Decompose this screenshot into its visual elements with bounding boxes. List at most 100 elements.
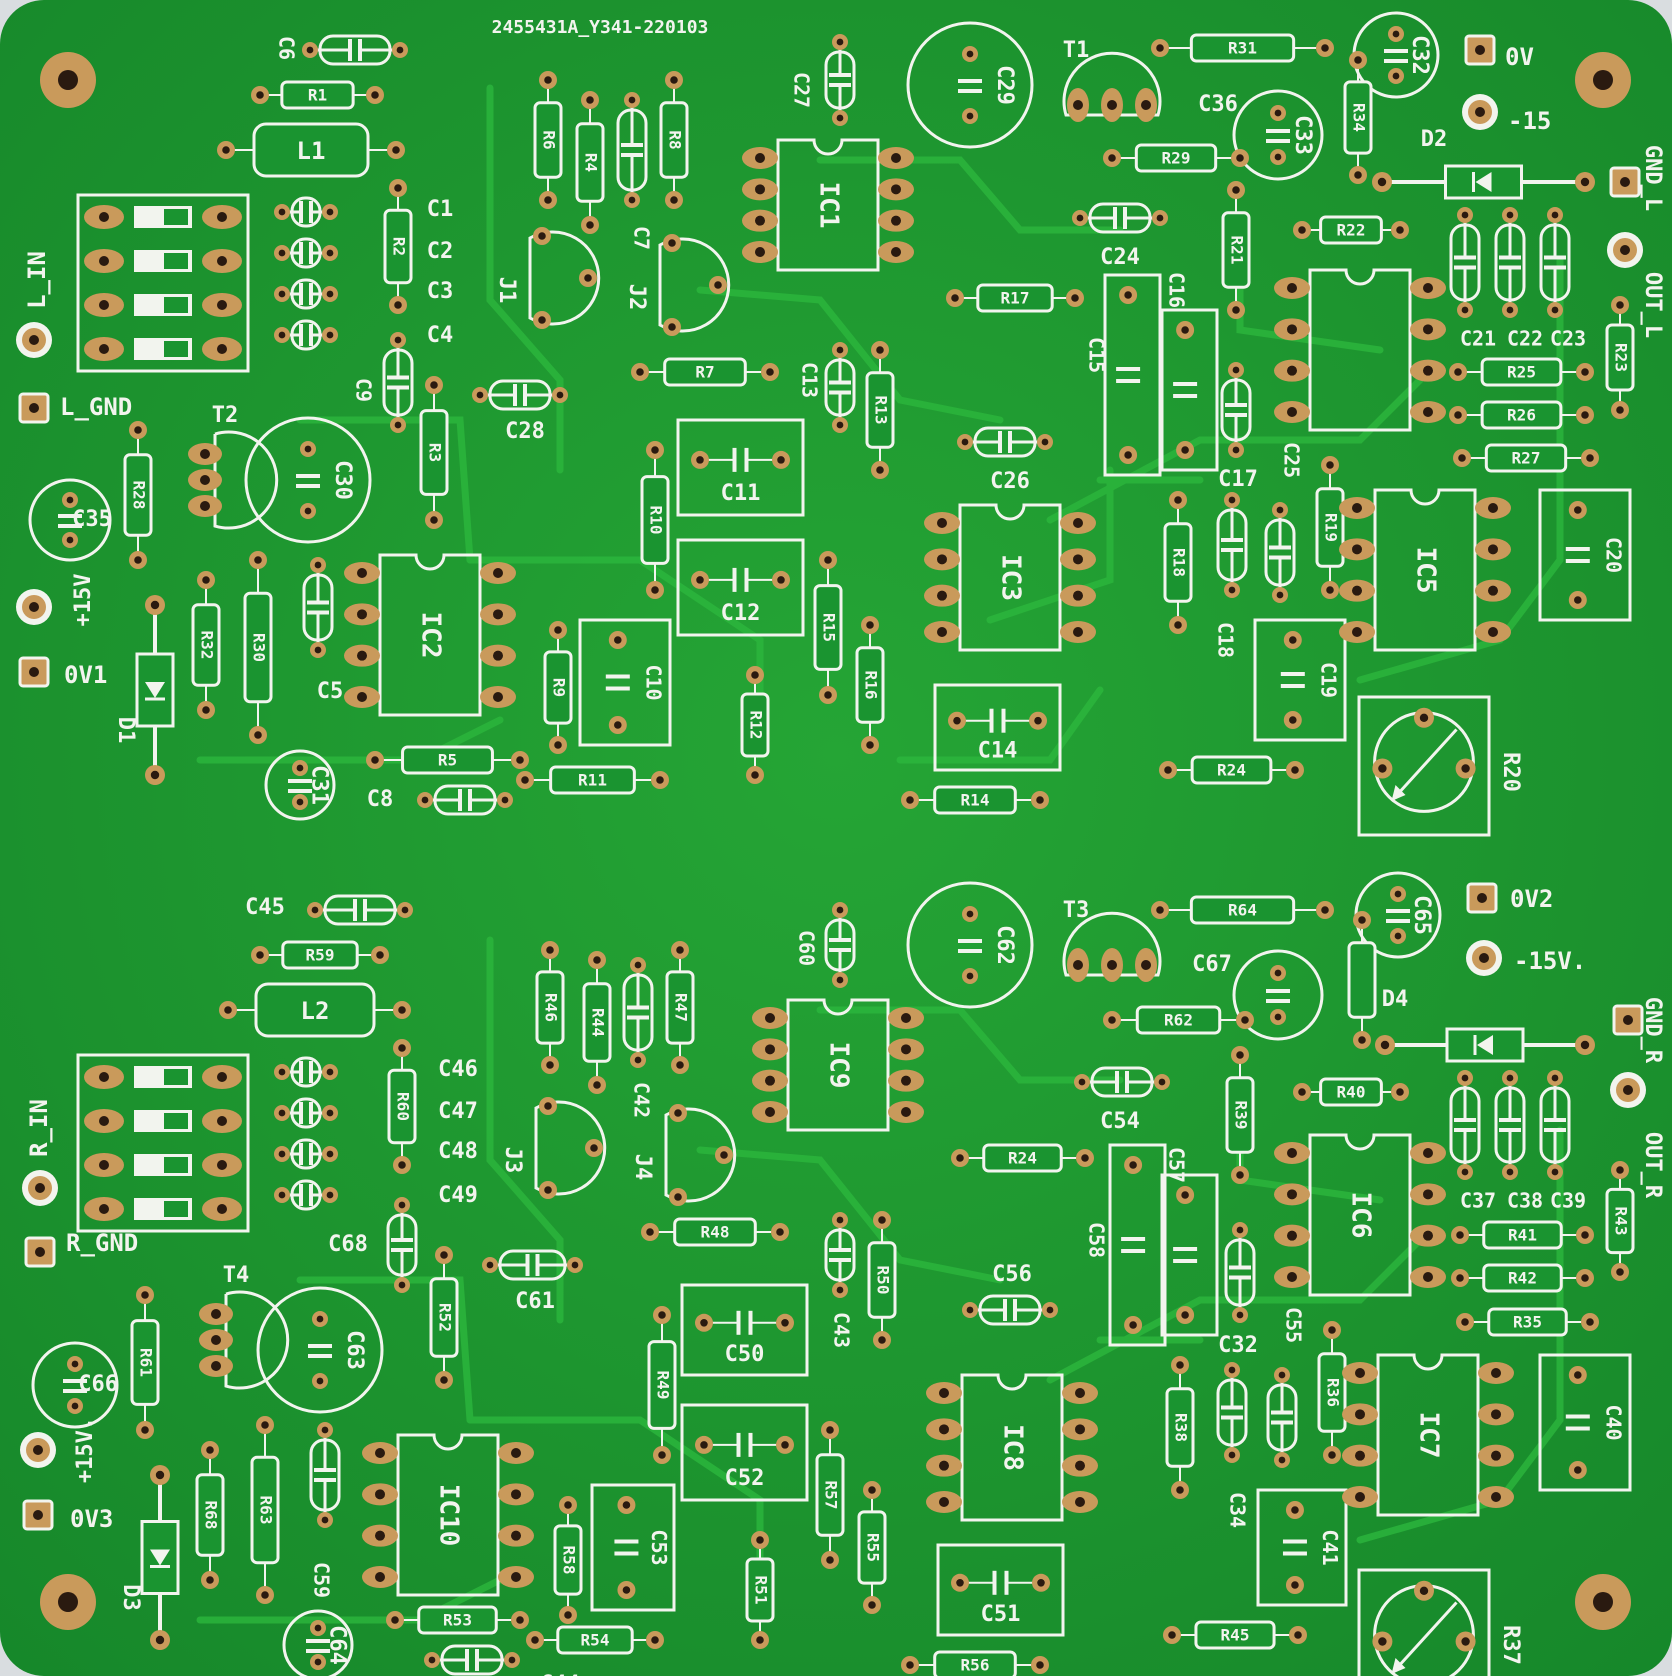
gnd-l-label: GND_L (1640, 145, 1665, 211)
resistor-pad (821, 1421, 839, 1439)
capacitor-pad (1270, 149, 1286, 165)
capacitor-pad (322, 204, 338, 220)
resistor-pad (821, 1551, 839, 1569)
capacitor-designator: C29 (992, 65, 1017, 105)
resistor-designator: R28 (130, 481, 149, 510)
inductor-pad (393, 1001, 411, 1019)
capacitor-pad (1119, 446, 1138, 464)
c8-label: C8 (367, 787, 394, 812)
diode-designator: D1 (113, 717, 138, 744)
diode-pad (1575, 1035, 1595, 1055)
diode-pad (145, 765, 165, 785)
plus15v-bot-label: +15V. (73, 1417, 98, 1483)
capacitor-pad (772, 450, 790, 469)
c6-label: C6 (275, 36, 299, 60)
resistor-pad (386, 1611, 404, 1629)
resistor-designator: R58 (560, 1546, 579, 1575)
capacitor-pad (312, 1373, 328, 1389)
c68-label: C68 (328, 1232, 368, 1257)
c58-label: C58 (1085, 1222, 1109, 1258)
resistor-designator: R25 (1507, 363, 1536, 382)
resistor (955, 283, 1075, 313)
capacitor-designator: C50 (725, 1342, 765, 1367)
plus15v-terminal (16, 589, 52, 625)
box-capacitor (1538, 488, 1632, 622)
resistor-pad (559, 1606, 577, 1624)
capacitor-pad (322, 286, 338, 302)
resistor-pad (249, 551, 267, 569)
capacitor-designator: C19 (1317, 662, 1341, 698)
capacitor-pad (832, 902, 848, 918)
resistor-designator: R47 (672, 993, 691, 1022)
resistor-pad (1321, 456, 1339, 474)
resistor-pad (1103, 149, 1121, 167)
resistor (260, 80, 375, 110)
trimmer-pad (1372, 1631, 1393, 1652)
resistor-designator: R7 (695, 363, 714, 382)
resistor (1458, 357, 1585, 387)
ic-designator: IC6 (1346, 1192, 1376, 1239)
c4-label: C4 (427, 323, 454, 348)
resistor-pad (389, 296, 407, 314)
capacitor-pad (1502, 1164, 1518, 1180)
capacitor-pad (1283, 711, 1302, 729)
capacitor-pad (310, 1620, 326, 1636)
inductor-designator: L2 (301, 997, 330, 1025)
resistor-designator: R5 (438, 751, 457, 770)
resistor-pad (511, 1611, 529, 1629)
resistor (1160, 895, 1325, 925)
capacitor-designator: C20 (1602, 537, 1626, 573)
resistor-designator: R51 (752, 1576, 771, 1605)
capacitor-designator: C51 (981, 1602, 1021, 1627)
resistor-designator: R59 (306, 946, 335, 965)
resistor-designator: R26 (1507, 406, 1536, 425)
resistor-pad (541, 941, 559, 959)
capacitor-pad (1502, 207, 1518, 223)
capacitor-pad (310, 1654, 326, 1670)
resistor (419, 385, 449, 520)
resistor (195, 1450, 225, 1580)
capacitor-pad (1457, 1164, 1473, 1180)
resistor (123, 430, 153, 560)
resistor-pad (665, 191, 683, 209)
capacitor-pad (1388, 26, 1404, 42)
capacitor-pad (1457, 1070, 1473, 1086)
ov1-terminal (18, 656, 50, 688)
resistor-pad (201, 1441, 219, 1459)
capacitor-pad (482, 1257, 498, 1273)
resistor (535, 950, 565, 1065)
resistor (740, 675, 770, 775)
resistor-pad (1391, 1083, 1409, 1101)
capacitor-pad (1270, 1009, 1286, 1025)
resistor-pad (549, 621, 567, 639)
resistor-pad (1451, 1269, 1469, 1287)
inductor-pad (387, 141, 405, 159)
resistor (553, 1505, 583, 1615)
capacitor-pad (1072, 210, 1088, 226)
c27-label: C27 (790, 72, 814, 108)
resistor-designator: R14 (961, 791, 990, 810)
resistor-designator: R21 (1228, 236, 1247, 265)
resistor-pad (1611, 296, 1629, 314)
capacitor-pad (302, 42, 318, 58)
resistor-pad (1576, 363, 1594, 381)
ov1-label: 0V1 (64, 661, 107, 689)
resistor-designator: R8 (666, 130, 685, 149)
jfet (658, 237, 731, 333)
resistor-designator: R2 (390, 237, 409, 256)
resistor-pad (746, 766, 764, 784)
diode (1382, 164, 1585, 200)
resistor-pad (1286, 761, 1304, 779)
jfet-pad (585, 1139, 603, 1157)
electrolytic-capacitor (1232, 949, 1324, 1041)
resistor-pad (511, 751, 529, 769)
capacitor-pad (67, 1356, 83, 1372)
resistor-pad (1231, 1046, 1249, 1064)
capacitor-pad (1228, 442, 1244, 458)
capacitor-pad (1124, 1156, 1143, 1174)
resistor-designator: R11 (578, 771, 607, 790)
resistor-pad (1349, 51, 1367, 69)
gnd-l-terminal (1609, 166, 1641, 198)
capacitor-pad (1176, 321, 1195, 339)
